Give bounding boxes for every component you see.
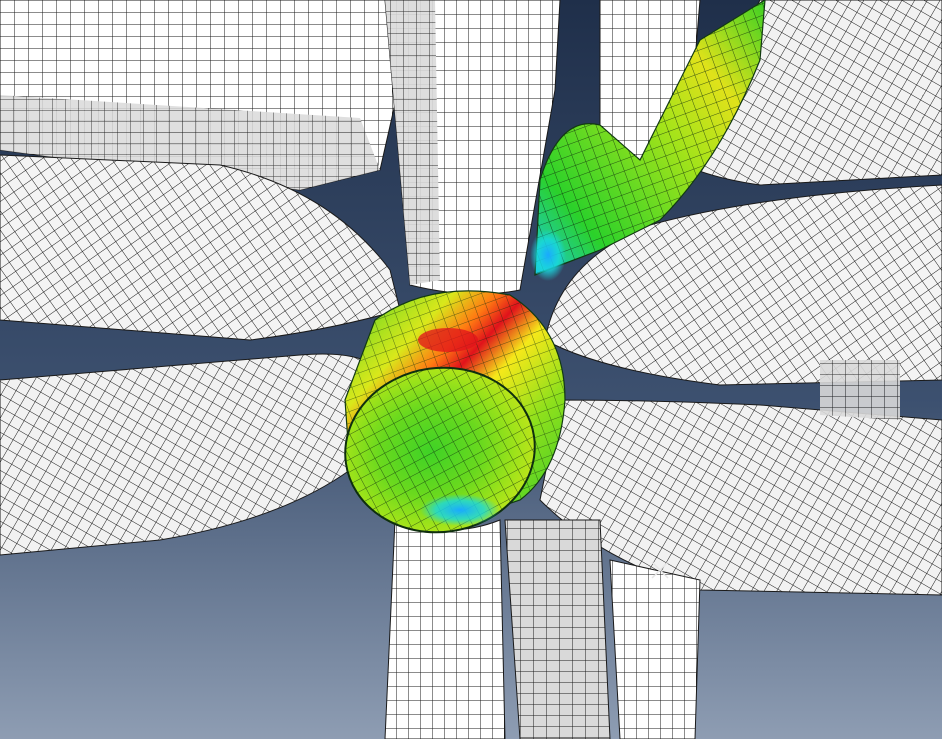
tube-right-middle[interactable] <box>544 184 942 386</box>
tube-vertical-top-shade <box>385 0 440 285</box>
contour-blue-spot-upper <box>530 229 566 281</box>
contour-cylinder-end-face-grid <box>345 367 535 533</box>
contour-red-hotspot <box>418 328 478 352</box>
contour-tube-upper-grid <box>535 0 765 275</box>
tube-right-lower-shade <box>820 360 900 420</box>
triad-cursor-icon[interactable] <box>651 561 669 579</box>
contour-blue-spot-lower <box>420 494 500 526</box>
tube-vertical-bottom-mid[interactable] <box>504 519 611 739</box>
tube-vertical-bottom-right[interactable] <box>609 559 701 739</box>
tube-left-middle[interactable] <box>0 154 401 341</box>
tube-vertical-bottom-left[interactable] <box>384 519 506 739</box>
tube-left-lower[interactable] <box>0 353 381 556</box>
tube-top-left-shade <box>0 95 380 190</box>
